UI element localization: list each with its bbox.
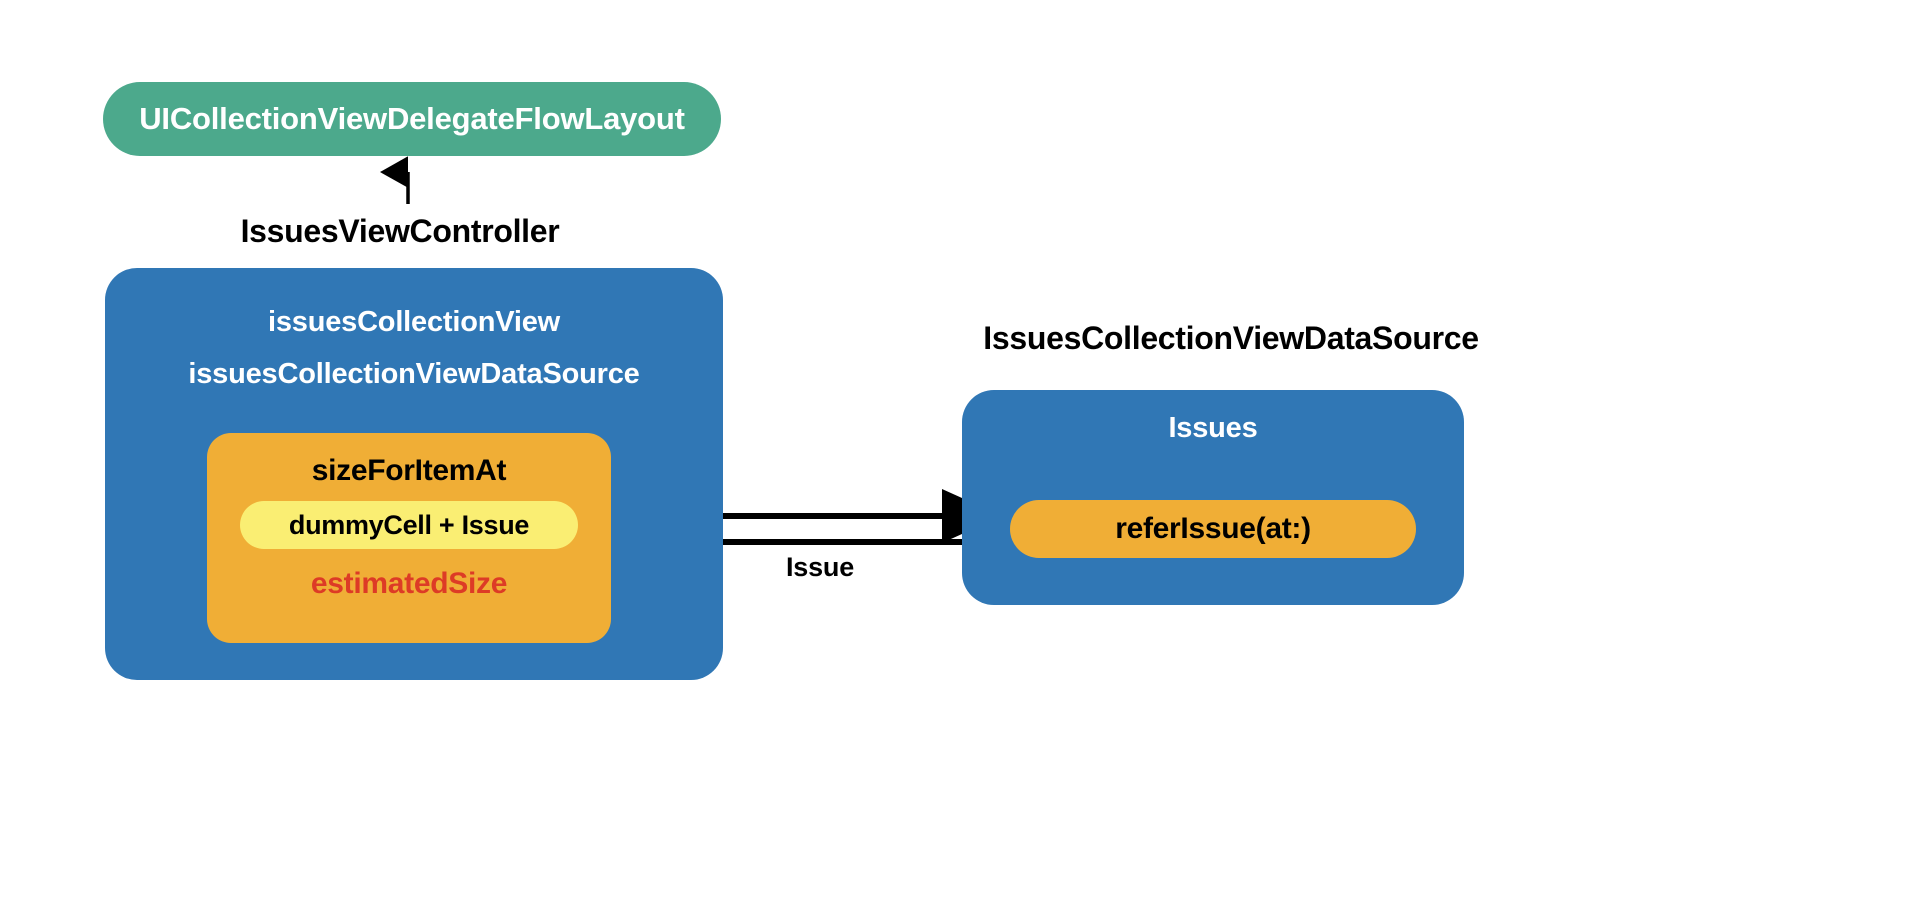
controller-property-issues-collection-view: issuesCollectionView [267,306,561,338]
dummy-cell-pill: dummyCell + Issue [240,501,578,549]
protocol-node-uicollectionviewdelegateflowlayout: UICollectionViewDelegateFlowLayout [103,82,721,156]
datasource-container: Issues referIssue(at:) [962,390,1464,605]
response-arrow-label: Issue [785,552,855,582]
controller-caption: IssuesViewController [240,213,560,249]
datasource-property-issues: Issues [1168,412,1258,444]
controller-property-issues-collection-view-datasource: issuesCollectionViewDataSource [188,358,640,390]
estimated-size-highlight: estimatedSize [310,567,508,600]
datasource-caption: IssuesCollectionViewDataSource [983,320,1479,356]
method-title: sizeForItemAt [311,454,507,487]
protocol-label: UICollectionViewDelegateFlowLayout [139,101,685,136]
method-box-size-for-item-at: sizeForItemAt dummyCell + Issue estimate… [207,433,611,643]
refer-issue-label: referIssue(at:) [1115,512,1311,545]
controller-container: issuesCollectionView issuesCollectionVie… [105,268,723,680]
method-pill-refer-issue: referIssue(at:) [1010,500,1416,558]
dummy-cell-label: dummyCell + Issue [288,509,530,540]
